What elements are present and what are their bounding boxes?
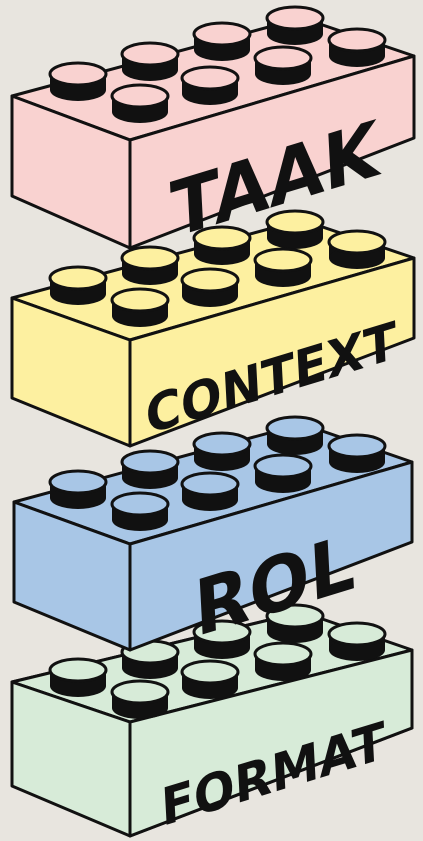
brick-context: CONTEXT [12, 211, 414, 446]
brick-taak: TAAK [12, 7, 414, 256]
brick-rol: ROL [14, 417, 412, 655]
